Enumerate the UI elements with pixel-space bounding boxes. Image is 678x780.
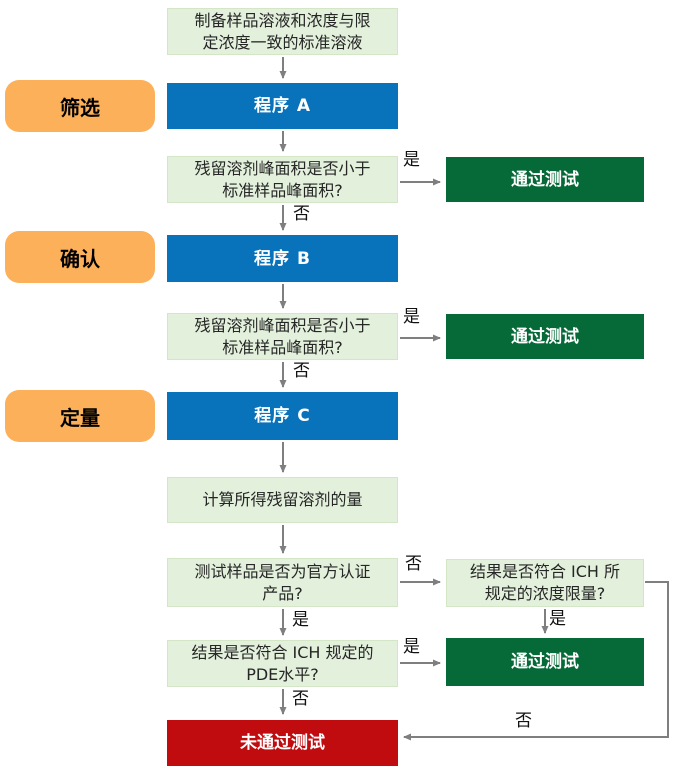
node-procedure-c: 程序 C	[167, 392, 398, 440]
q1-line1: 残留溶剂峰面积是否小于	[194, 158, 371, 178]
q5-line2: PDE水平?	[246, 664, 319, 684]
node-question-pde-level: 结果是否符合 ICH 规定的 PDE水平?	[167, 640, 398, 687]
edge-label-q5-yes: 是	[403, 637, 420, 657]
node-pass-test-2: 通过测试	[446, 314, 644, 359]
node-calculate-amount: 计算所得残留溶剂的量	[167, 477, 398, 523]
stage-label-confirmation: 确认	[5, 231, 155, 283]
edge-label-q4-yes: 是	[549, 609, 566, 629]
edge-label-q3-no: 否	[405, 554, 422, 574]
node-question-peak-area-2: 残留溶剂峰面积是否小于 标准样品峰面积?	[167, 313, 398, 360]
edge-label-q4-no: 否	[515, 711, 532, 731]
node-fail-test: 未通过测试	[167, 720, 398, 766]
q1-line2: 标准样品峰面积?	[222, 180, 343, 200]
edge-label-q2-no: 否	[293, 361, 310, 381]
q3-line2: 产品?	[262, 583, 303, 603]
stage-label-screening: 筛选	[5, 80, 155, 132]
node-prepare-line1: 制备样品溶液和浓度与限	[194, 10, 371, 30]
q3-line1: 测试样品是否为官方认证	[194, 561, 371, 581]
q5-line1: 结果是否符合 ICH 规定的	[191, 642, 374, 662]
node-pass-test-3: 通过测试	[446, 638, 644, 686]
node-question-official-product: 测试样品是否为官方认证 产品?	[167, 558, 398, 607]
q2-line1: 残留溶剂峰面积是否小于	[194, 315, 371, 335]
edge-label-q5-no: 否	[292, 689, 309, 709]
q4-line2: 规定的浓度限量?	[484, 584, 606, 603]
edge-label-q1-yes: 是	[403, 150, 420, 170]
edge-label-q3-yes: 是	[292, 610, 309, 630]
node-pass-test-1: 通过测试	[446, 157, 644, 202]
q2-line2: 标准样品峰面积?	[222, 337, 343, 357]
node-prepare-solutions: 制备样品溶液和浓度与限 定浓度一致的标准溶液	[167, 8, 398, 55]
node-prepare-line2: 定浓度一致的标准溶液	[202, 32, 363, 52]
node-procedure-b: 程序 B	[167, 235, 398, 282]
edge-label-q2-yes: 是	[403, 307, 420, 327]
q4-line1: 结果是否符合 ICH 所	[469, 562, 621, 581]
node-procedure-a: 程序 A	[167, 83, 398, 129]
node-question-peak-area-1: 残留溶剂峰面积是否小于 标准样品峰面积?	[167, 156, 398, 203]
stage-label-quantification: 定量	[5, 390, 155, 442]
edge-label-q1-no: 否	[293, 204, 310, 224]
node-question-ich-limit: 结果是否符合 ICH 所 规定的浓度限量?	[446, 559, 644, 607]
